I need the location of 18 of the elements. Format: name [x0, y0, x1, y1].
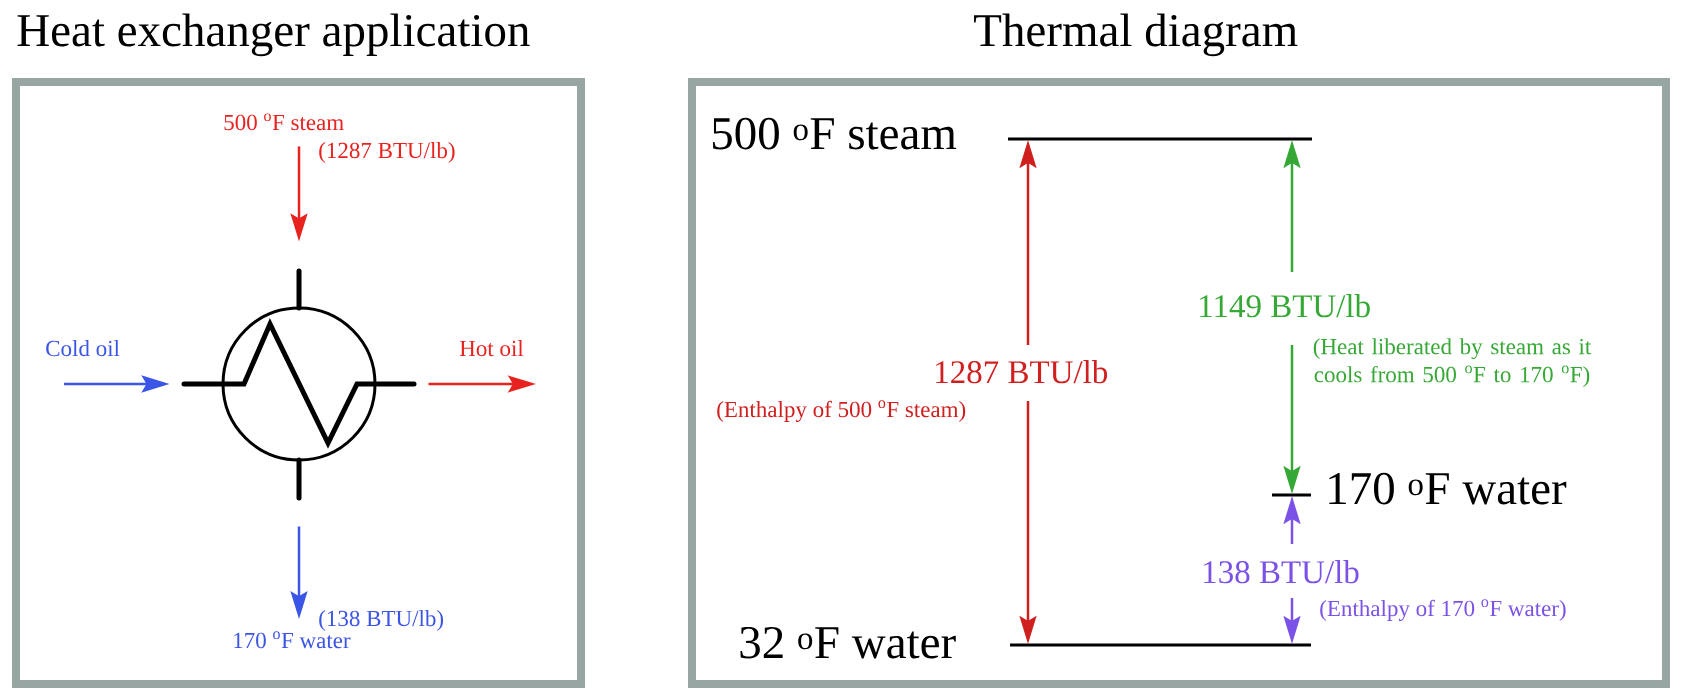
enthalpy-value: 138 BTU/lb: [1204, 560, 1359, 584]
stream-label: 170 $^{o}$F water: [234, 631, 351, 649]
enthalpy-value: 1149 BTU/lb: [1200, 294, 1370, 318]
note: (Enthalpy of 170 $^{o}$F water): [1320, 599, 1566, 621]
panel-heading: Thermal diagram: [974, 13, 1298, 57]
enthalpy-label: (138 BTU/lb): [319, 610, 444, 631]
stream-label: Cold oil: [46, 340, 120, 357]
heat-exchanger-symbol: [181, 268, 417, 501]
stream-label: 500 $^{o}$F steam: [224, 113, 344, 131]
level-label: 170 $^{o}$F water: [1329, 472, 1567, 505]
panel-heading: Heat exchanger application: [17, 13, 530, 57]
level-label: 500 $^{o}$F steam: [712, 117, 957, 150]
note: (Enthalpy of 500 $^{o}$F steam): [717, 400, 966, 422]
note: (Heat liberated by steam as it cools from 500 $^{o}$F to 170 $^{o}$F): [1313, 338, 1592, 388]
level-label: 32 $^{o}$F water: [740, 626, 956, 659]
enthalpy-label: (1287 BTU/lb): [319, 142, 455, 163]
stream-label: Hot oil: [459, 340, 524, 357]
enthalpy-value: 1287 BTU/lb: [936, 360, 1108, 384]
